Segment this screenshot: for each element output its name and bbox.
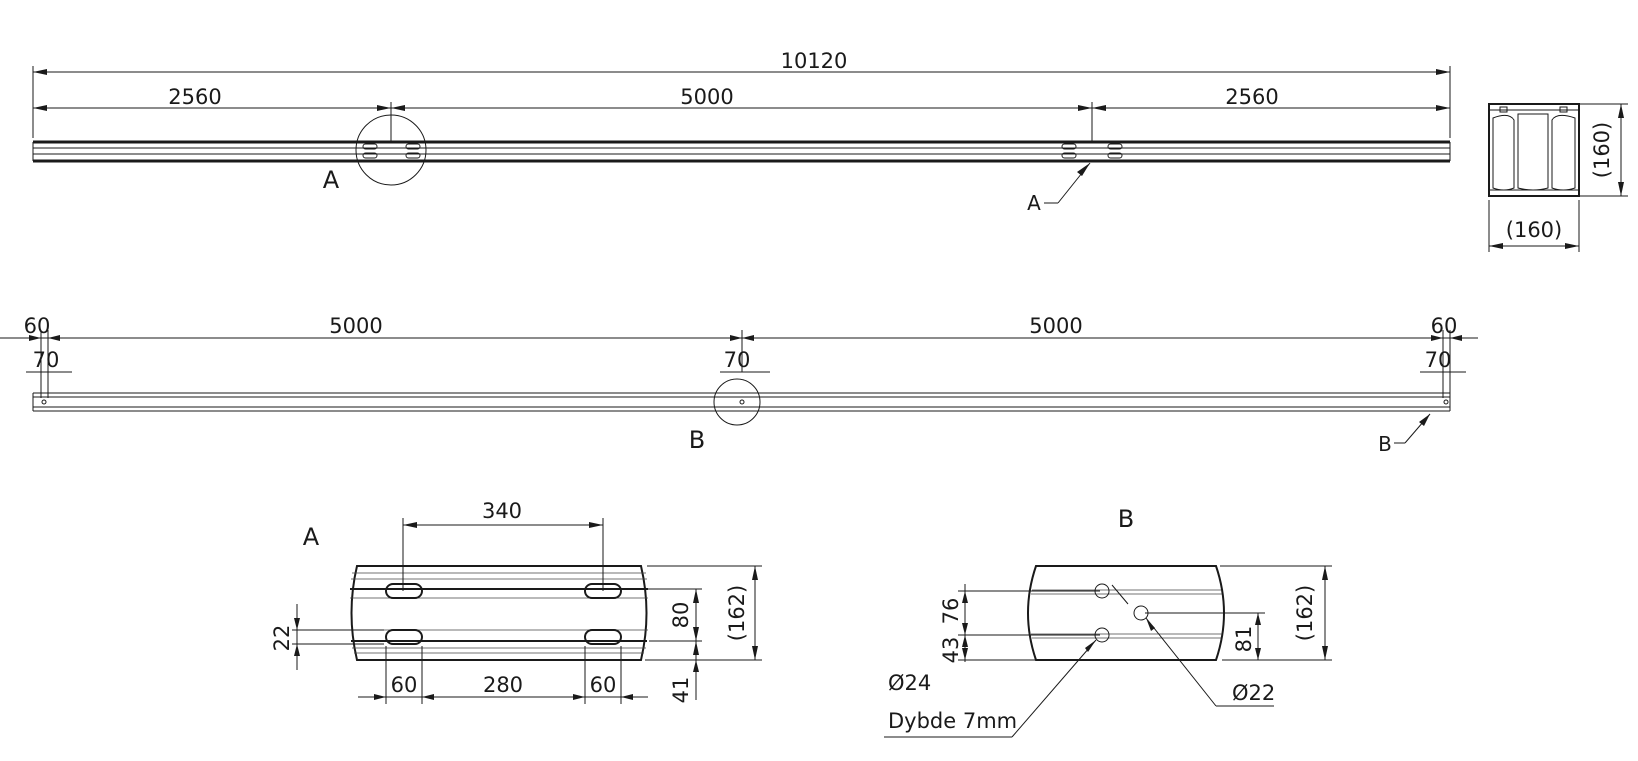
cross-section: (160) (160)	[1488, 103, 1628, 252]
dim-bottom-right: 60	[590, 673, 617, 697]
leader-ref-b: B	[1378, 432, 1392, 456]
detail-circle-b	[713, 378, 761, 426]
slot-bottom-right	[584, 629, 622, 645]
label-hole-24: Ø24	[888, 671, 931, 695]
detail-a-title: A	[303, 523, 320, 551]
dim-76: 76	[939, 598, 963, 625]
dim-43: 43	[939, 637, 963, 664]
rail-view-b: 60 5000 5000 60 70 70 70 B B	[0, 314, 1478, 456]
detail-circle-a	[355, 114, 427, 186]
dim-slot-height: 22	[270, 625, 294, 652]
detail-ref-b: B	[689, 426, 705, 454]
rail-view-a: 10120 2560 5000 2560 A A	[32, 49, 1451, 215]
dim-bottom-middle: 280	[483, 673, 523, 697]
section-width: (160)	[1506, 218, 1562, 242]
dim-middle-segment: 5000	[680, 85, 733, 109]
dim-right-hole: 70	[1425, 348, 1452, 372]
slot-bottom-left	[385, 629, 423, 645]
detail-ref-a: A	[323, 166, 340, 194]
label-depth: Dybde 7mm	[888, 709, 1017, 733]
dim-right-segment: 2560	[1225, 85, 1278, 109]
slot-top-left	[385, 583, 423, 599]
dim-overall-length: 10120	[781, 49, 848, 73]
dim-mid-hole: 70	[724, 348, 751, 372]
dim-81: 81	[1232, 626, 1256, 653]
dim-80: 80	[669, 602, 693, 629]
dim-bottom-left: 60	[391, 673, 418, 697]
dim-left-span: 5000	[329, 314, 382, 338]
dim-left-segment: 2560	[168, 85, 221, 109]
detail-b: B 76 43 81 (162)	[884, 505, 1332, 738]
leader-ref-a: A	[1027, 191, 1041, 215]
dim-height-a: (162)	[725, 585, 749, 641]
dim-slot-spacing: 340	[482, 499, 522, 523]
dim-height-b: (162)	[1293, 585, 1317, 641]
slot-markers	[362, 143, 1123, 159]
detail-a: A 340 22	[270, 499, 762, 704]
dim-right-edge: 60	[1431, 314, 1458, 338]
dim-41: 41	[669, 677, 693, 704]
dim-left-hole: 70	[33, 348, 60, 372]
detail-b-title: B	[1118, 505, 1134, 533]
dim-right-span: 5000	[1029, 314, 1082, 338]
dim-left-edge: 60	[24, 314, 51, 338]
section-height: (160)	[1590, 122, 1614, 178]
label-hole-22: Ø22	[1232, 681, 1275, 705]
